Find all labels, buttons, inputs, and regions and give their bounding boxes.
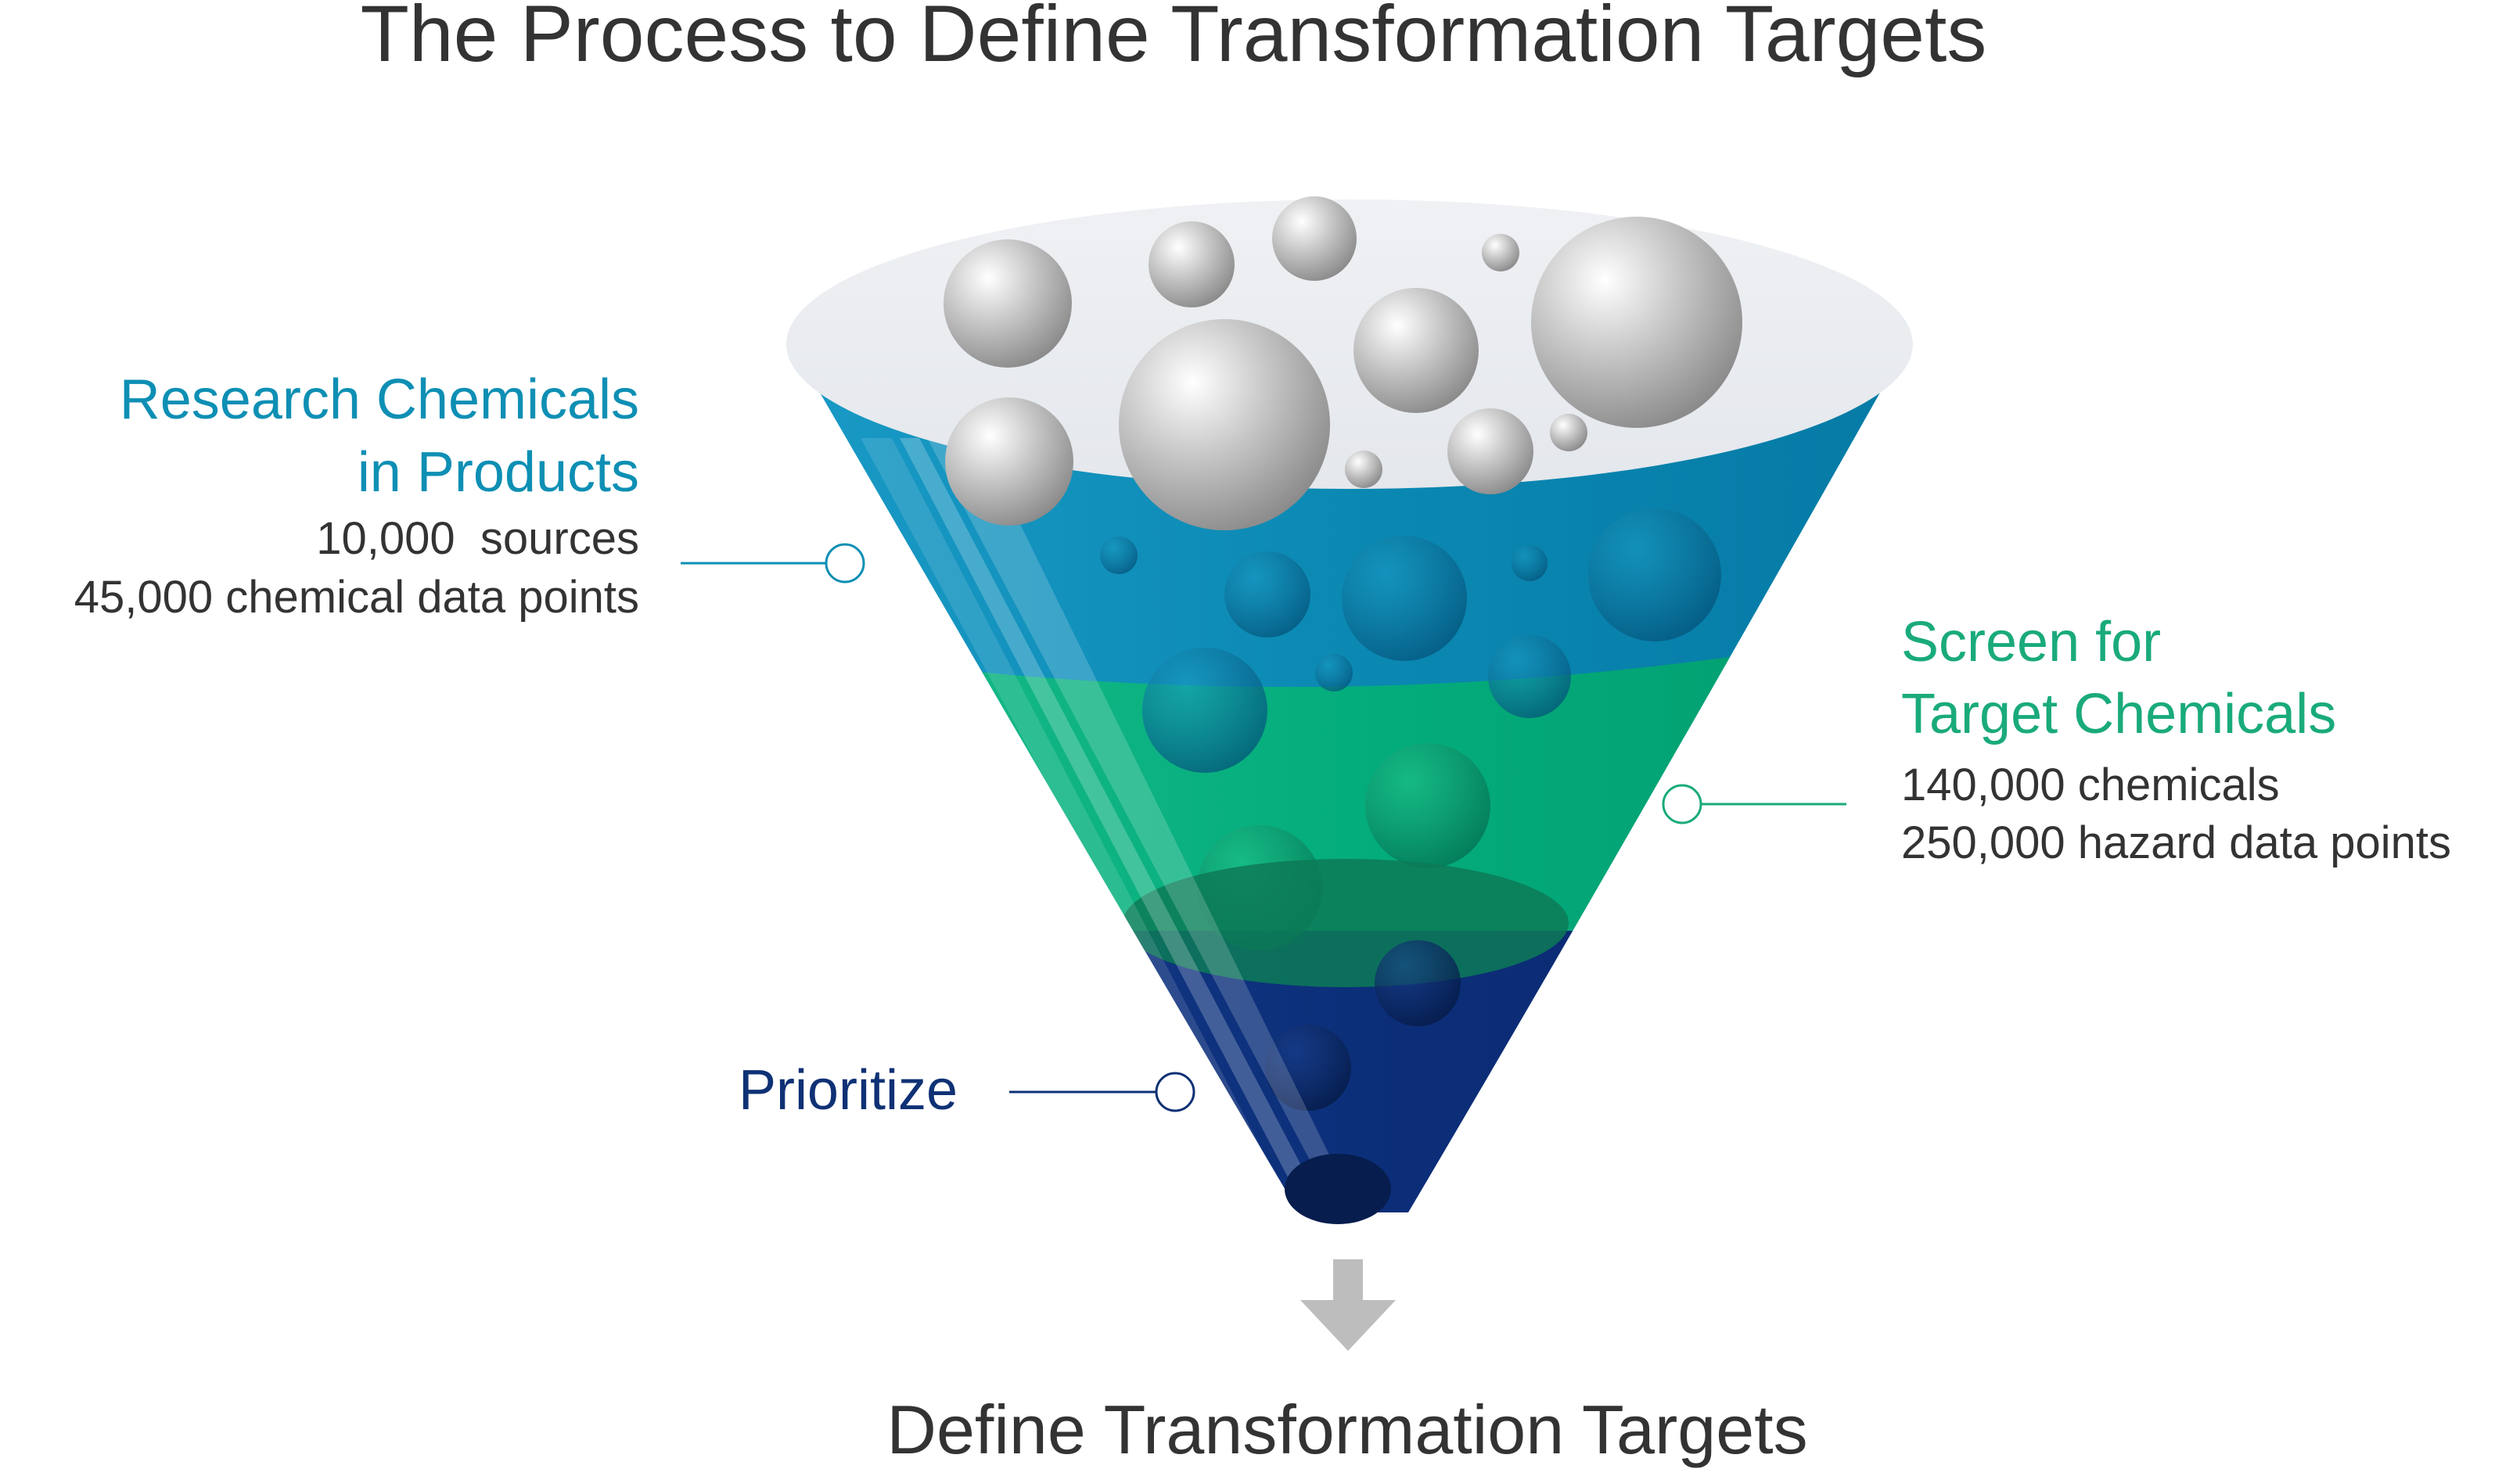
sphere [1315, 654, 1353, 691]
sphere [1512, 545, 1548, 581]
connector-research [681, 543, 865, 584]
label-prioritize: Prioritize [739, 1059, 958, 1122]
sphere [1531, 217, 1742, 428]
screen-heading: Target Chemicals [1901, 683, 2336, 745]
sphere [1265, 1025, 1351, 1111]
page-title: The Process to Define Transformation Tar… [361, 0, 1987, 78]
screen-stat-hazards: 250,000 hazard data points [1901, 817, 2451, 868]
research-stat-datapoints: 45,000 chemical data points [74, 572, 639, 623]
sphere [1345, 451, 1382, 488]
connector-prioritize [1009, 1072, 1195, 1112]
funnel-bottom-opening [1285, 1154, 1391, 1224]
connector-screen [1662, 784, 1846, 824]
sphere [1488, 635, 1571, 718]
sphere [1149, 221, 1235, 307]
funnel-inner-ellipse [1123, 859, 1569, 987]
sphere [1272, 196, 1357, 281]
sphere [1588, 508, 1721, 641]
sphere [1119, 319, 1330, 530]
sphere [1365, 743, 1490, 868]
screen-stat-chemicals: 140,000 chemicals [1901, 760, 2280, 810]
sphere [945, 397, 1073, 526]
label-screen: Screen for Target Chemicals 140,000 chem… [1901, 611, 2451, 868]
sphere [1482, 234, 1519, 271]
sphere [1100, 537, 1138, 574]
research-heading: Research Chemicals [120, 368, 639, 431]
glass-reflection [900, 438, 1330, 1212]
sphere [1550, 414, 1587, 451]
research-stat-sources: 10,000 sources [316, 513, 639, 564]
down-arrow-icon [1300, 1259, 1396, 1351]
screen-heading: Screen for [1901, 611, 2161, 673]
research-heading: in Products [358, 441, 639, 504]
sphere [944, 239, 1072, 368]
prioritize-heading: Prioritize [739, 1059, 958, 1122]
sphere [1447, 408, 1533, 494]
glass-reflection [861, 438, 1299, 1212]
sphere [1353, 288, 1479, 413]
label-research: Research Chemicals in Products 10,000 so… [74, 368, 639, 623]
glass-reflection [927, 438, 1361, 1212]
result-label: Define Transformation Targets [886, 1391, 1807, 1468]
sphere [1342, 536, 1467, 661]
sphere [1142, 648, 1267, 773]
sphere [1224, 551, 1310, 638]
sphere [1375, 940, 1461, 1026]
